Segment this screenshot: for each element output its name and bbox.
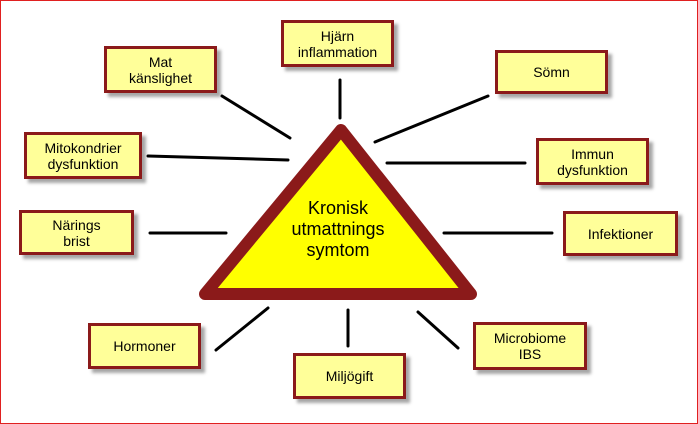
connector-microbiome xyxy=(416,310,460,350)
node-immune-dysfunction: Immun dysfunktion xyxy=(536,138,649,185)
center-label: Kronisk utmattnings symtom xyxy=(291,198,385,260)
connector-lines xyxy=(146,78,554,352)
connector-food xyxy=(220,94,292,140)
node-nutrient-deficiency: Närings brist xyxy=(19,210,134,255)
connector-hormones xyxy=(214,306,270,352)
node-environmental-toxins: Miljögift xyxy=(293,353,406,399)
node-infections: Infektioner xyxy=(563,211,678,256)
node-food-sensitivity: Mat känslighet xyxy=(104,46,217,93)
node-sleep: Sömn xyxy=(495,50,608,94)
node-microbiome-ibs: Microbiome IBS xyxy=(473,322,587,370)
node-mitochondrial-dysfunction: Mitokondrier dysfunktion xyxy=(24,132,142,179)
warning-triangle xyxy=(199,124,477,300)
node-brain-inflammation: Hjärn inflammation xyxy=(281,20,394,67)
connector-sleep xyxy=(373,94,490,144)
connector-mito xyxy=(146,154,290,162)
node-hormones: Hormoner xyxy=(88,323,201,369)
